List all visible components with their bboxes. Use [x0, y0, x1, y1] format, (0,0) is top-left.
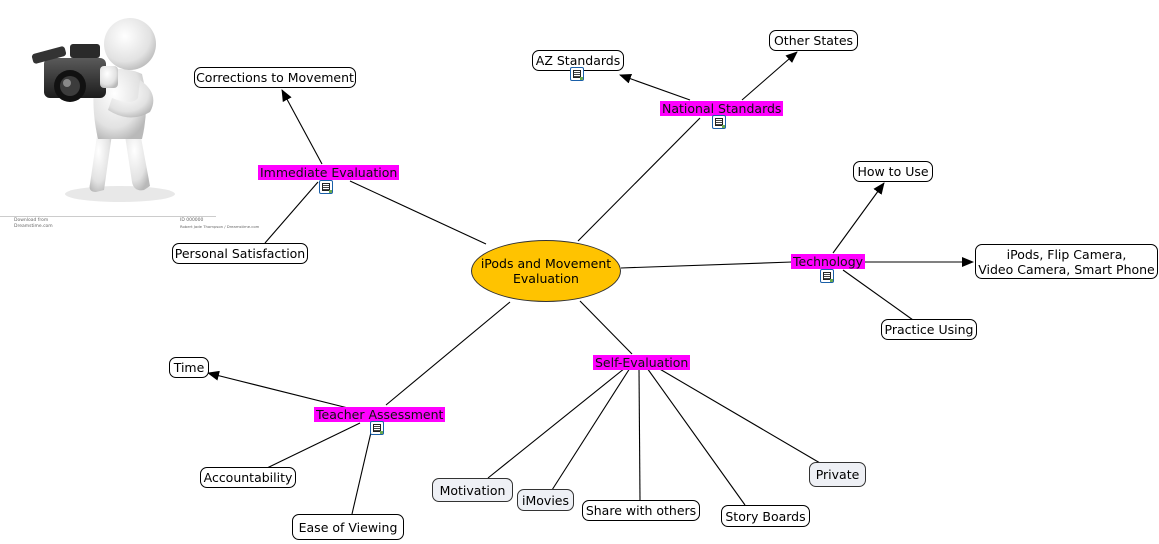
- resource-icon-teacher[interactable]: [370, 421, 384, 435]
- concept-private[interactable]: Private: [809, 462, 866, 487]
- arrow-national-otherstates: [741, 51, 798, 101]
- concept-story-boards[interactable]: Story Boards: [721, 505, 810, 527]
- central-concept-line1: iPods and Movement: [480, 256, 612, 271]
- link-national-standards[interactable]: National Standards: [660, 101, 784, 116]
- concept-share-with-others[interactable]: Share with others: [582, 500, 700, 521]
- concept-practice-using[interactable]: Practice Using: [881, 319, 977, 340]
- concept-devices-line1: iPods, Flip Camera,: [1006, 246, 1127, 262]
- concept-motivation[interactable]: Motivation: [432, 478, 513, 502]
- line-central-self: [579, 300, 633, 355]
- concept-personal-satisfaction[interactable]: Personal Satisfaction: [172, 243, 308, 264]
- clipart-credit-line1: Download from: [14, 218, 49, 223]
- link-teacher-assessment[interactable]: Teacher Assessment: [314, 407, 446, 422]
- line-central-technology: [620, 261, 793, 269]
- concept-corrections-to-movement[interactable]: Corrections to Movement: [194, 67, 356, 88]
- line-self-share: [638, 367, 641, 501]
- line-self-private: [657, 367, 821, 464]
- link-self-evaluation[interactable]: Self-Evaluation: [593, 355, 691, 370]
- central-concept-line2: Evaluation: [513, 271, 579, 286]
- link-immediate-evaluation[interactable]: Immediate Evaluation: [258, 165, 400, 180]
- cameraman-figure-image: [31, 18, 175, 202]
- line-self-story: [646, 367, 746, 506]
- arrow-immediate-corrections: [281, 89, 323, 165]
- line-central-immediate: [349, 180, 487, 245]
- line-teacher-accountability: [266, 422, 361, 469]
- arrow-national-az: [619, 73, 691, 101]
- line-technology-practice: [842, 269, 914, 321]
- arrow-teacher-time: [207, 370, 353, 410]
- concept-az-standards[interactable]: AZ Standards: [532, 50, 624, 71]
- line-central-teacher: [385, 301, 511, 406]
- resource-icon-az[interactable]: [570, 67, 584, 81]
- link-technology[interactable]: Technology: [791, 254, 866, 269]
- line-self-imovies: [551, 367, 631, 491]
- concept-how-to-use[interactable]: How to Use: [853, 161, 933, 182]
- resource-icon-technology[interactable]: [820, 269, 834, 283]
- resource-icon-immediate[interactable]: [319, 180, 333, 194]
- concept-other-states[interactable]: Other States: [769, 30, 858, 51]
- clipart-credit-line2: Dreamstime.com: [14, 224, 53, 229]
- line-teacher-ease: [351, 427, 373, 515]
- line-immediate-personal: [264, 181, 319, 244]
- line-self-motivation: [487, 367, 626, 479]
- resource-icon-national[interactable]: [712, 115, 726, 129]
- central-concept-ipods-movement-evaluation[interactable]: iPods and Movement Evaluation: [471, 240, 621, 302]
- clipart-credit-line3: ID 000000: [180, 218, 204, 223]
- concept-ease-of-viewing[interactable]: Ease of Viewing: [292, 514, 404, 540]
- concept-time[interactable]: Time: [169, 357, 209, 378]
- concept-devices[interactable]: iPods, Flip Camera, Video Camera, Smart …: [975, 244, 1158, 279]
- concept-imovies[interactable]: iMovies: [517, 489, 574, 511]
- clipart-credit-line4: Robert Jade Thompson / Dreamstime.com: [180, 224, 260, 229]
- line-central-national: [577, 117, 701, 242]
- arrow-technology-howtouse: [832, 182, 885, 254]
- clipart-credit-divider: [0, 216, 216, 217]
- concept-devices-line2: Video Camera, Smart Phone: [978, 261, 1155, 277]
- concept-accountability[interactable]: Accountability: [200, 467, 296, 488]
